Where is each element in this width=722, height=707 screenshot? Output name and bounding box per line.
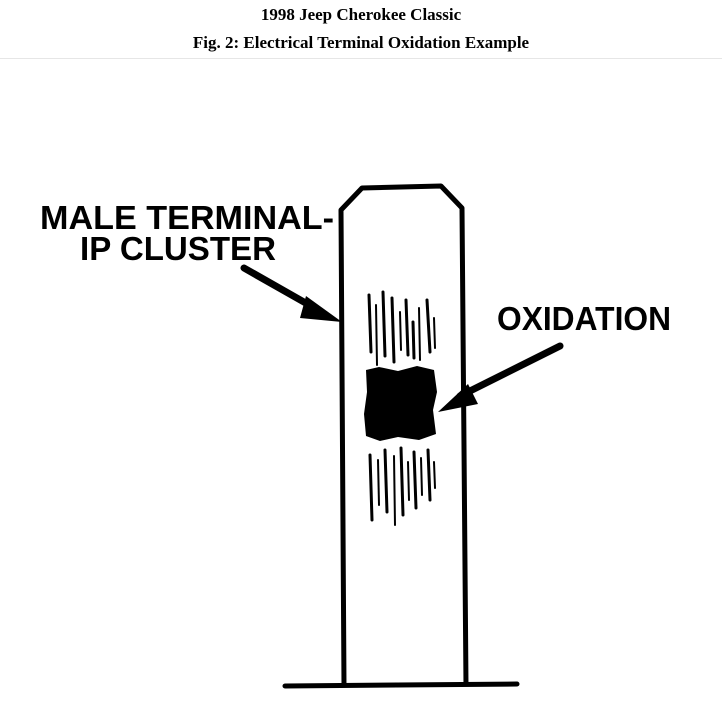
figure-caption: Fig. 2: Electrical Terminal Oxidation Ex… (192, 33, 530, 52)
page-title: 1998 Jeep Cherokee Classic (260, 5, 462, 24)
oxidation-patch (364, 366, 437, 441)
oxidation-arrow (438, 342, 564, 412)
header-divider (0, 58, 722, 59)
oxidation-label: OXIDATION (497, 300, 671, 337)
male-terminal-outline (338, 183, 469, 687)
male-terminal-label-line2: IP CLUSTER (80, 230, 276, 267)
lower-streak-marks (368, 446, 436, 526)
base-line (282, 681, 520, 689)
upper-streak-marks (367, 290, 436, 366)
figure-header: 1998 Jeep Cherokee Classic Fig. 2: Elect… (0, 0, 722, 58)
male-terminal-label-line1: MALE TERMINAL- (40, 199, 334, 236)
male-terminal-arrow (240, 264, 342, 322)
